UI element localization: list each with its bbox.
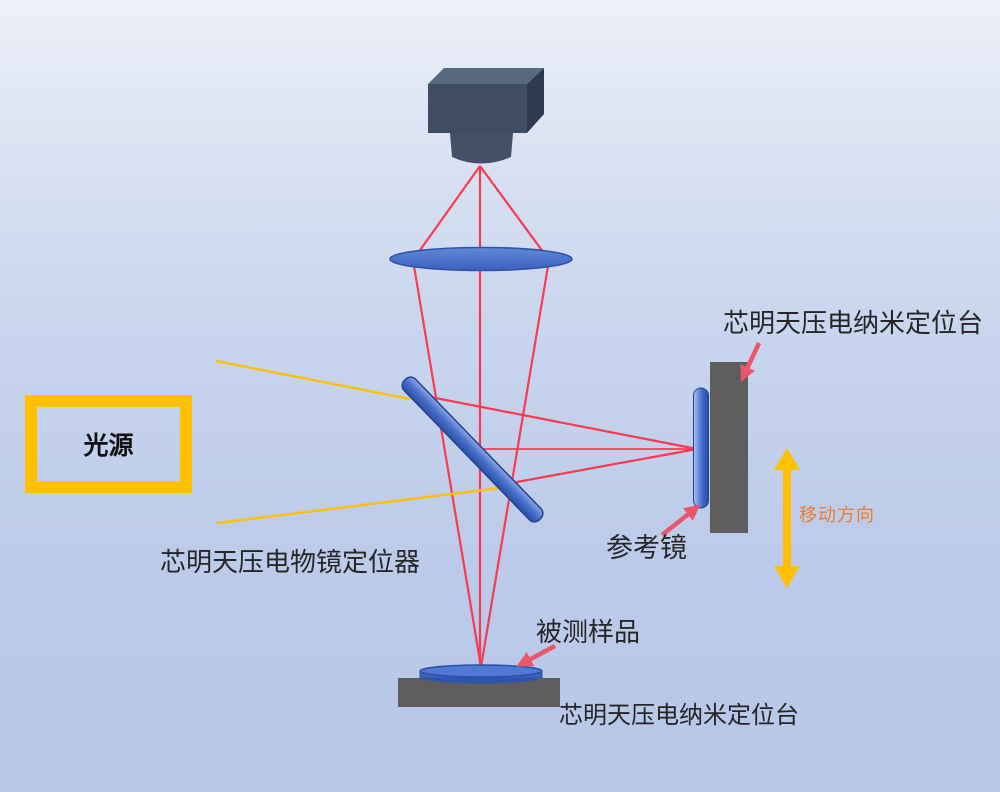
beam-splitter-plate	[401, 376, 544, 523]
ray-source-upper	[215, 359, 411, 401]
ray-camera-to-lens-right	[479, 165, 550, 261]
camera-lens-barrel	[450, 133, 513, 164]
arrow-to-reference-mirror	[660, 504, 701, 537]
red-ray-bundle	[411, 165, 698, 668]
reference-mirror-label: 参考镜	[606, 533, 687, 564]
light-source-label: 光源	[83, 431, 134, 460]
camera-front-face	[428, 84, 527, 133]
camera-top-face	[428, 68, 544, 84]
imaging-lens	[389, 246, 573, 272]
arrow-to-right-stage	[740, 342, 762, 382]
camera	[428, 68, 544, 164]
ray-source-lower	[216, 485, 509, 525]
sample-disc-top	[419, 664, 543, 678]
beam-splitter	[401, 376, 544, 523]
arrow-to-sample	[516, 644, 557, 667]
move-direction-arrow	[774, 448, 800, 588]
move-direction-label: 移动方向	[799, 505, 875, 526]
ray-splitter-to-mirror-bottom	[505, 447, 698, 486]
ray-lens-to-sample-left	[411, 259, 483, 668]
annotation-arrows	[516, 342, 762, 667]
ray-camera-to-lens-left	[412, 165, 481, 261]
piezo-stage-right	[710, 362, 748, 533]
nano-stage-bottom-label: 芯明天压电纳米定位台	[559, 701, 799, 729]
yellow-ray-bundle	[215, 359, 509, 525]
ray-lens-to-sample-right	[479, 259, 551, 668]
camera-side-face	[527, 68, 544, 133]
objective-positioner-label: 芯明天压电物镜定位器	[160, 548, 421, 578]
reference-mirror	[693, 387, 709, 509]
nano-stage-top-label: 芯明天压电纳米定位台	[723, 309, 984, 339]
light-source-box: 光源	[25, 395, 192, 493]
sample-label: 被测样品	[536, 618, 641, 648]
sample-disc	[419, 664, 543, 684]
ray-splitter-to-mirror-top	[419, 393, 698, 451]
